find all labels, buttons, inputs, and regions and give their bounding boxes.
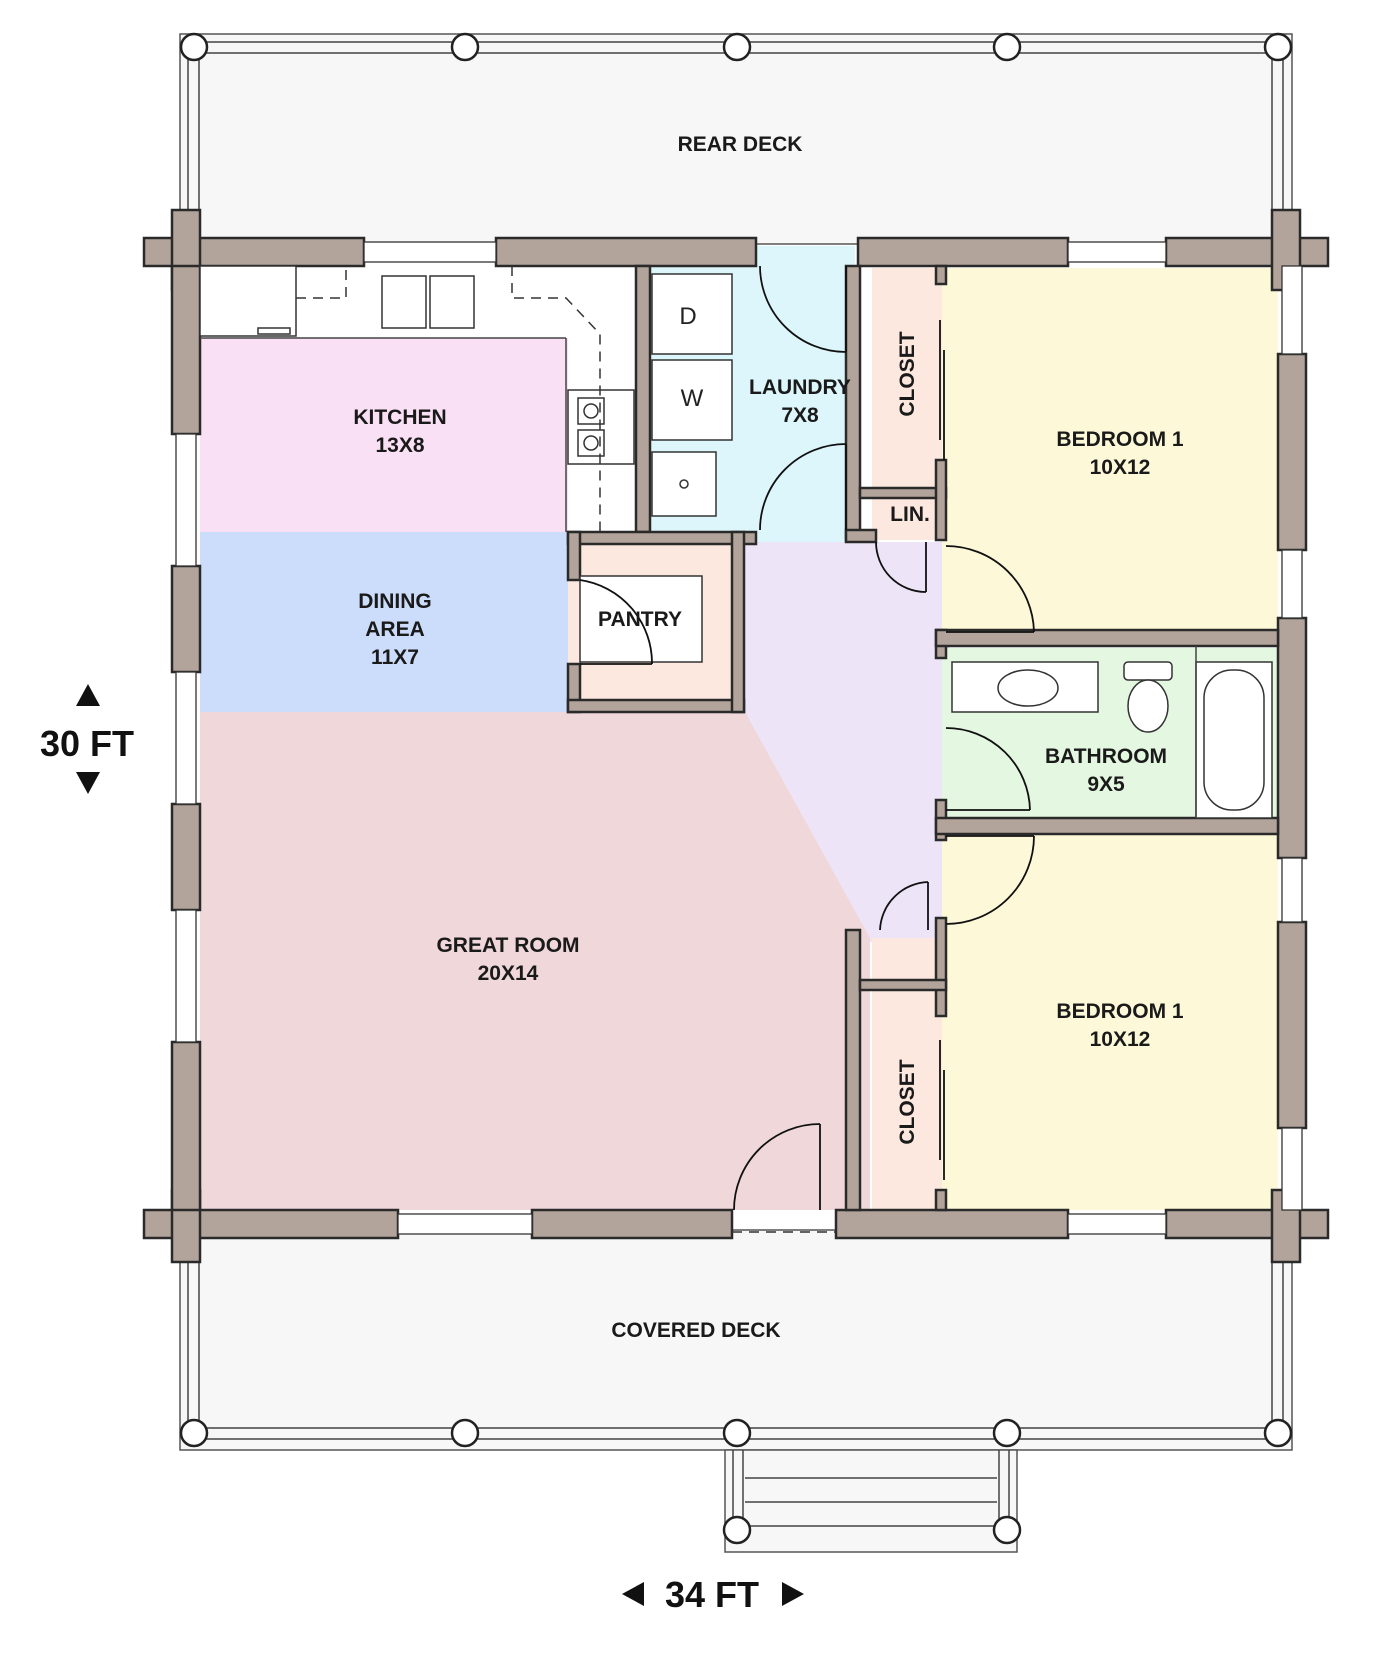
deck-posts [179,32,1293,1545]
bedroom-bottom-label: BEDROOM 1 [1056,1000,1184,1023]
bathroom-size: 9X5 [1087,773,1125,796]
walls [142,208,1330,1264]
rear-deck [179,33,1293,245]
closet-top-label: CLOSET [896,331,919,416]
great-room-size: 20X14 [478,962,539,985]
dining-size: 11X7 [371,646,419,669]
laundry-size: 7X8 [781,404,819,427]
dining-label-2: AREA [365,618,425,641]
dining-label: DINING [358,590,432,613]
pantry-shelves [579,575,703,663]
kitchen-label: KITCHEN [353,406,446,429]
linen-label: LIN. [890,503,930,526]
great-room-label: GREAT ROOM [436,934,579,957]
kitchen-size: 13X8 [375,434,424,457]
arrow-right-icon [782,1582,804,1606]
rear-deck-label: REAR DECK [678,133,803,156]
height-dimension: 30 FT [40,723,134,764]
room-fills [200,246,1278,1210]
bathroom-fixtures [951,646,1273,819]
washer-label: W [681,385,704,412]
bathroom-label: BATHROOM [1045,745,1167,768]
kitchen-fixtures [199,265,635,532]
covered-deck-label: COVERED DECK [611,1319,780,1342]
arrow-up-icon [76,684,100,706]
covered-deck [179,1229,1293,1553]
doors [579,265,1035,1211]
arrow-left-icon [622,1582,644,1606]
width-dimension: 34 FT [665,1574,759,1615]
bedroom-top-label: BEDROOM 1 [1056,428,1184,451]
laundry-label: LAUNDRY [749,376,851,399]
closet-bottom-label: CLOSET [896,1059,919,1144]
dryer-label: D [679,303,696,330]
room-labels: REAR DECK KITCHEN 13X8 D W LAUNDRY 7X8 C… [353,133,1184,1342]
arrow-down-icon [76,772,100,794]
bedroom-bottom-size: 10X12 [1090,1028,1151,1051]
pantry-label: PANTRY [598,608,682,631]
laundry-fixtures [651,273,733,517]
dimensions: 30 FT 34 FT [40,684,804,1615]
bedroom-top-size: 10X12 [1090,456,1151,479]
